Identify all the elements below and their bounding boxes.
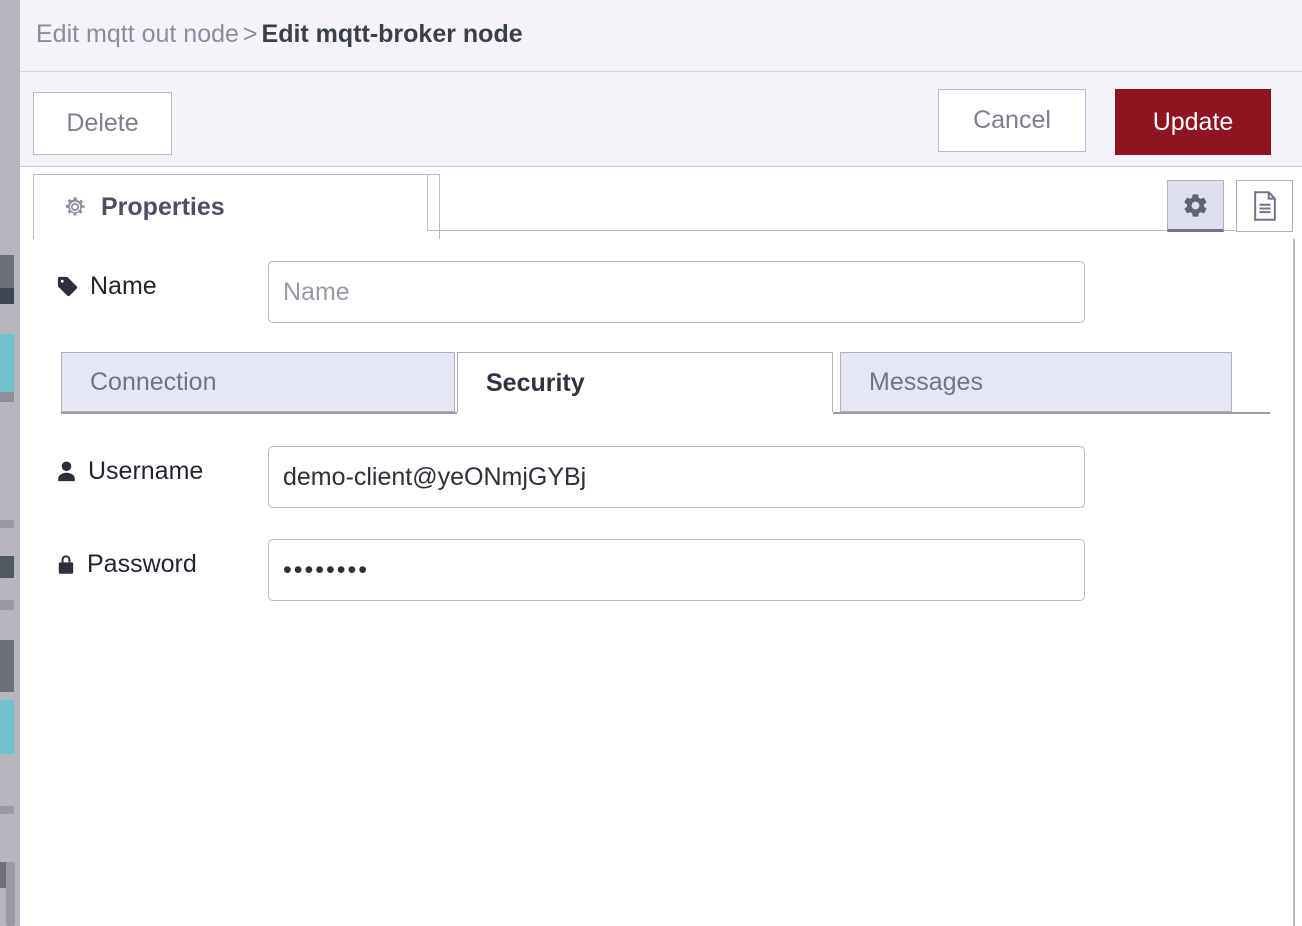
name-label-text: Name: [90, 272, 157, 300]
inner-tab-connection-label: Connection: [90, 367, 217, 396]
breadcrumb-current: Edit mqtt-broker node: [261, 20, 523, 48]
editor-scrollbar-thumb[interactable]: [6, 862, 15, 926]
form-body: Name Connection Security Messages: [20, 239, 1302, 926]
username-label: Username: [56, 457, 203, 486]
form-row-name: Name: [20, 261, 1302, 331]
panel-right-border: [1293, 239, 1295, 926]
password-input[interactable]: [268, 539, 1085, 601]
dialog-header: Edit mqtt out node>Edit mqtt-broker node: [20, 0, 1302, 72]
breadcrumb-parent[interactable]: Edit mqtt out node: [36, 20, 239, 48]
tab-properties-label: Properties: [101, 192, 225, 221]
backdrop-fragment: [0, 288, 14, 304]
gear-tool-button[interactable]: [1167, 180, 1224, 232]
form-row-username: Username: [20, 446, 1302, 516]
inner-tab-connection[interactable]: Connection: [61, 352, 455, 412]
doc-tool-button[interactable]: [1236, 180, 1293, 232]
inner-tab-active-gap: [457, 412, 833, 414]
document-icon: [1251, 190, 1279, 222]
tab-row-underline: [427, 230, 1270, 231]
tag-icon: [56, 275, 79, 298]
lock-icon: [56, 553, 76, 576]
backdrop-fragment: [0, 640, 14, 692]
main-tab-row: Properties: [20, 167, 1302, 239]
backdrop-fragment: [0, 520, 14, 528]
inner-tab-messages-label: Messages: [869, 367, 983, 396]
inner-tab-security[interactable]: Security: [457, 352, 833, 413]
inner-tab-security-label: Security: [486, 368, 585, 397]
username-label-text: Username: [88, 457, 204, 485]
backdrop-fragment: [0, 556, 14, 578]
backdrop-fragment: [0, 806, 14, 814]
update-button[interactable]: Update: [1115, 89, 1271, 155]
backdrop-fragment: [0, 600, 14, 610]
form-row-password: Password: [20, 539, 1302, 609]
breadcrumb: Edit mqtt out node>Edit mqtt-broker node: [36, 20, 523, 49]
editor-backdrop: [0, 0, 20, 926]
breadcrumb-separator: >: [242, 20, 258, 48]
password-label-text: Password: [87, 550, 197, 578]
name-input[interactable]: [268, 261, 1085, 323]
tab-properties[interactable]: Properties: [33, 174, 440, 239]
inner-tab-strip: Connection Security Messages: [20, 352, 1302, 422]
delete-button[interactable]: Delete: [33, 92, 172, 155]
gear-icon: [62, 194, 88, 220]
user-icon: [56, 460, 77, 483]
backdrop-fragment: [0, 334, 14, 392]
gear-icon: [1182, 192, 1209, 219]
dialog-toolbar: Delete Cancel Update: [20, 72, 1302, 167]
name-label: Name: [56, 272, 157, 301]
backdrop-fragment: [0, 392, 14, 402]
inner-tab-messages[interactable]: Messages: [840, 352, 1232, 412]
username-input[interactable]: [268, 446, 1085, 508]
backdrop-fragment: [0, 700, 14, 754]
tab-row-stub: [427, 174, 428, 231]
edit-node-dialog: Edit mqtt out node>Edit mqtt-broker node…: [20, 0, 1302, 926]
cancel-button[interactable]: Cancel: [938, 89, 1086, 152]
password-label: Password: [56, 550, 197, 579]
